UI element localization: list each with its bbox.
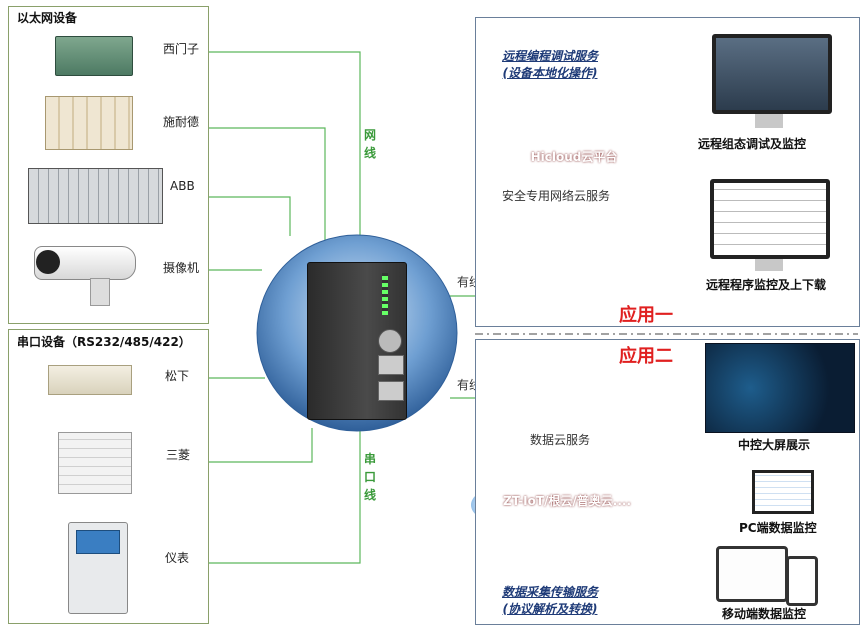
device-label-abb: ABB	[170, 179, 195, 193]
app2-service-title-line2: (协议解析及转换)	[502, 602, 598, 616]
gateway-port-icon	[378, 355, 404, 375]
device-label-siemens: 西门子	[163, 40, 200, 57]
device-label-panasonic: 松下	[165, 367, 190, 384]
ethernet-cable-label: 网 线	[363, 128, 376, 160]
serial-cable-label: 串 口 线	[363, 452, 376, 502]
app1-service-title-line1: 远程编程调试服务	[501, 49, 598, 63]
gateway-antenna-port-icon	[378, 329, 402, 353]
abb-plc-icon	[28, 168, 163, 224]
app2-tag: 应用二	[619, 346, 673, 367]
panasonic-plc-icon	[48, 365, 132, 395]
dashboard-screen-icon	[705, 343, 855, 433]
mitsubishi-plc-icon	[58, 432, 132, 494]
schneider-plc-icon	[45, 96, 133, 150]
app2-output-pc: PC端数据监控	[739, 521, 817, 535]
iot-cloud-label: ZT-IoT/根云/普奥云....	[503, 494, 631, 508]
data-cloud-caption: 数据云服务	[530, 433, 591, 447]
phone-icon	[786, 556, 818, 606]
monitor-stand-icon-2	[755, 259, 783, 271]
app1-output-program: 远程程序监控及上下载	[706, 278, 827, 292]
pc-monitor-icon	[752, 470, 814, 514]
camera-mount-icon	[90, 278, 110, 306]
app2-service-title: 数据采集传输服务 (协议解析及转换)	[490, 584, 610, 618]
app1-output-scada: 远程组态调试及监控	[698, 137, 807, 151]
app2-output-mobile: 移动端数据监控	[722, 607, 807, 621]
device-label-mitsubishi: 三菱	[166, 446, 191, 463]
monitor-scada-icon	[712, 34, 832, 114]
gateway-leds	[382, 273, 388, 315]
meter-display-icon	[76, 530, 120, 554]
hicloud-cloud-label: Hicloud云平台	[530, 150, 618, 164]
app2-output-dashboard: 中控大屏展示	[738, 438, 811, 452]
app1-service-title: 远程编程调试服务 (设备本地化操作)	[490, 48, 610, 82]
ethernet-panel-title: 以太网设备	[17, 11, 78, 25]
gateway-port-icon-2	[378, 381, 404, 401]
monitor-stand-icon	[755, 114, 783, 128]
monitor-ladder-icon	[710, 179, 830, 259]
hicloud-cloud-caption: 安全专用网络云服务	[502, 189, 611, 203]
app2-service-title-line1: 数据采集传输服务	[501, 585, 598, 599]
gateway-device-icon	[307, 262, 407, 420]
app1-service-title-line2: (设备本地化操作)	[502, 66, 598, 80]
camera-lens-icon	[36, 250, 60, 274]
device-label-meter: 仪表	[165, 549, 190, 566]
device-label-schneider: 施耐德	[163, 113, 200, 130]
serial-panel-title: 串口设备（RS232/485/422）	[17, 335, 191, 349]
app1-tag: 应用一	[619, 305, 673, 326]
siemens-plc-icon	[55, 36, 133, 76]
tablet-icon	[716, 546, 788, 602]
device-label-camera: 摄像机	[163, 259, 200, 276]
